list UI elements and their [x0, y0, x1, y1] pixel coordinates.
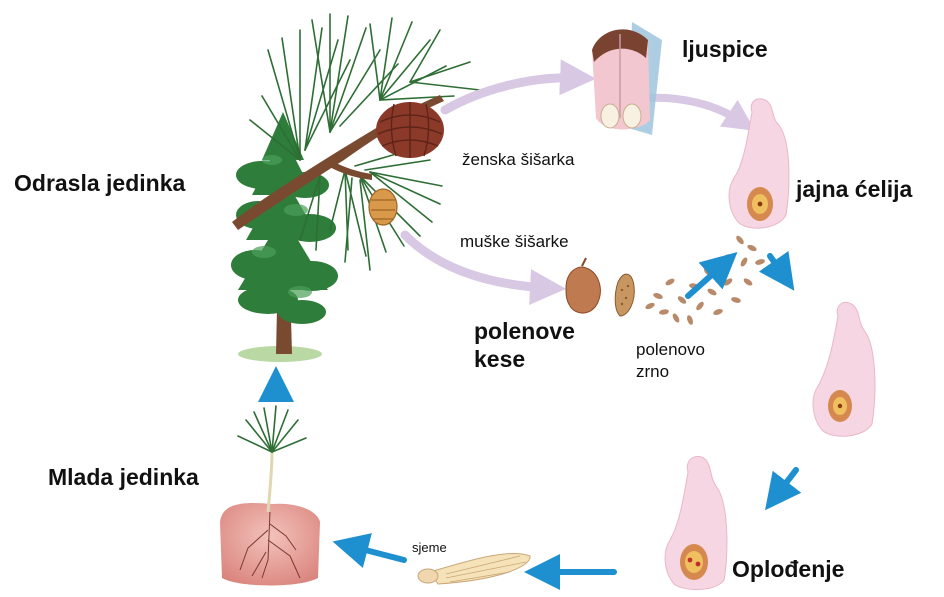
label-muske-sisarke: muške šišarke — [460, 232, 569, 252]
adult-tree — [231, 112, 338, 362]
male-cone-cluster — [369, 189, 397, 225]
ovule-fertilization — [665, 456, 727, 589]
transfer-arrows — [405, 78, 742, 288]
female-cone — [376, 102, 444, 158]
label-ljuspice: ljuspice — [682, 36, 768, 63]
label-polenovo-zrno-line2: zrno — [636, 362, 669, 382]
cone-scale — [592, 22, 662, 135]
label-odrasla-jedinka: Odrasla jedinka — [14, 170, 185, 197]
label-polenove-kese-line1: polenove — [474, 318, 575, 345]
label-polenove-kese-line2: kese — [474, 346, 525, 373]
label-jajna-celija: jajna ćelija — [796, 176, 912, 203]
ovule-pollinated — [813, 302, 875, 436]
label-zenska-sisarka: ženska šišarka — [462, 150, 574, 170]
label-mlada-jedinka: Mlada jedinka — [48, 464, 199, 491]
seedling — [220, 406, 320, 586]
pollen-sacs — [566, 258, 634, 316]
winged-seed — [418, 553, 530, 584]
label-sjeme: sjeme — [412, 540, 447, 555]
label-polenovo-zrno-line1: polenovo — [636, 340, 705, 360]
label-oplodjenje: Oplođenje — [732, 556, 844, 583]
